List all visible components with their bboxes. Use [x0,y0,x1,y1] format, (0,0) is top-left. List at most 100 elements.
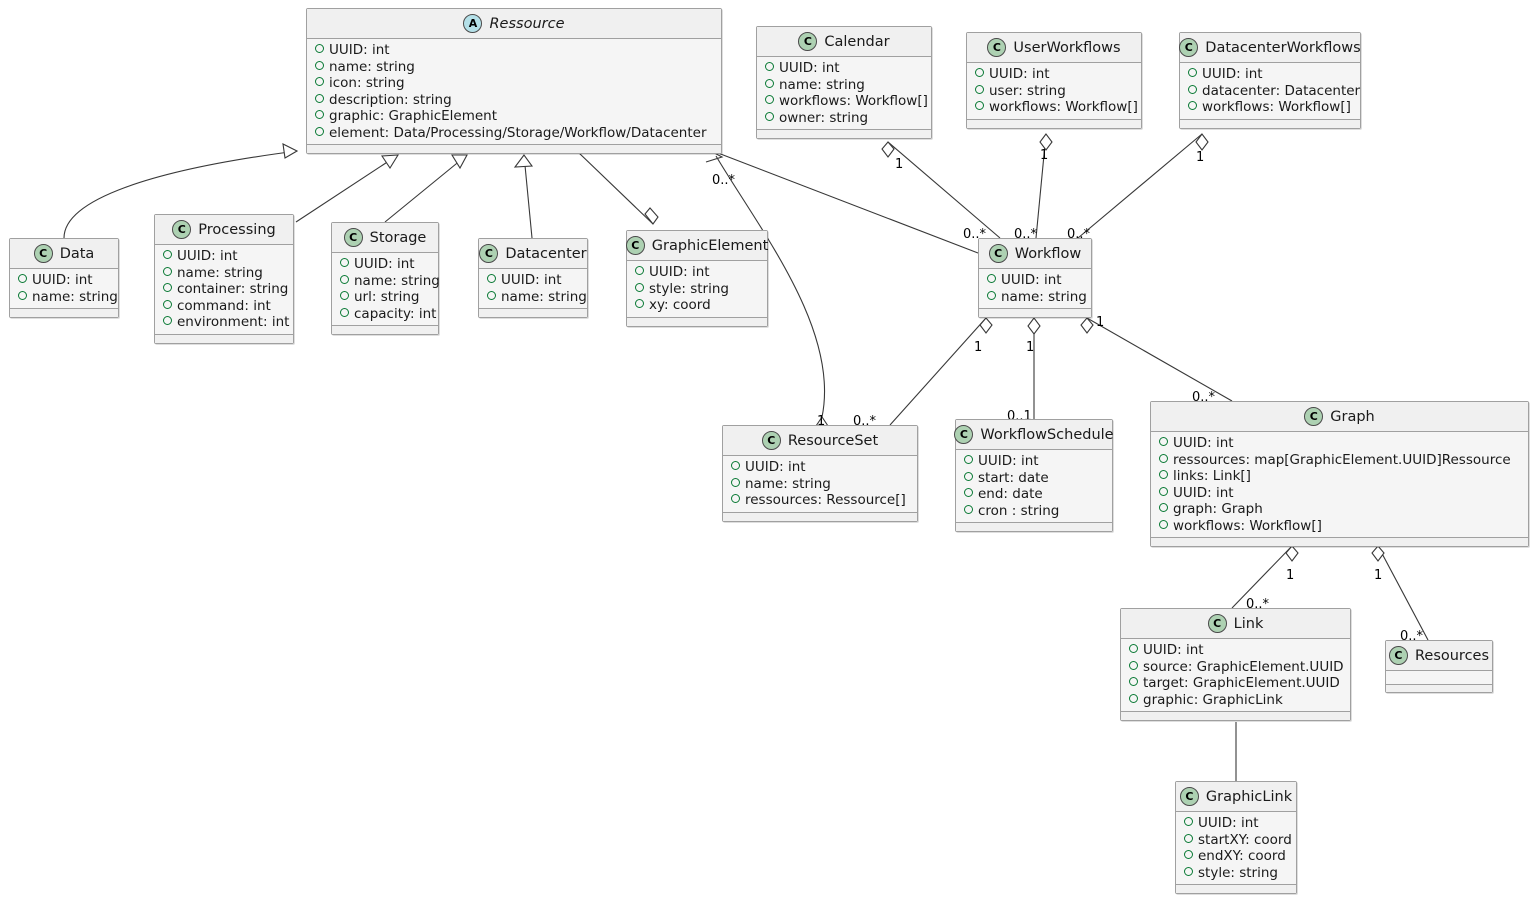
attribute-row: owner: string [765,110,925,127]
class-name-calendar: Calendar [824,33,890,50]
attribute-row: ressources: map[GraphicElement.UUID]Ress… [1159,452,1522,469]
public-visibility-icon [1129,644,1138,653]
public-visibility-icon [964,455,973,464]
class-methods-workflow [979,309,1091,317]
public-visibility-icon [765,62,774,71]
attribute-label: name: string [1001,288,1087,305]
class-icon: C [988,244,1008,263]
attribute-label: style: string [649,280,729,297]
class-icon: C [1207,614,1227,633]
public-visibility-icon [987,290,996,300]
edge-workflow-to-resourceset [889,317,993,426]
public-visibility-icon [340,274,349,284]
public-visibility-icon [1159,519,1168,529]
attribute-label: url: string [354,289,420,305]
edge-datacenter-to-ressource [513,154,534,239]
class-name-link: Link [1233,615,1264,632]
attribute-row: UUID: int [987,272,1085,289]
class-name-graphicelement: GraphicElement [651,237,769,254]
public-visibility-icon [163,299,172,309]
public-visibility-icon [1184,817,1193,826]
public-visibility-icon [1188,68,1197,77]
attribute-label: UUID: int [32,272,93,288]
public-visibility-icon [1184,850,1193,859]
attribute-label: UUID: int [329,42,390,58]
class-methods-workflowschedule [956,523,1112,531]
public-visibility-icon [340,258,349,267]
attribute-label: startXY: coord [1198,831,1292,848]
public-visibility-icon [975,101,984,110]
attribute-row: UUID: int [1159,435,1522,452]
attribute-row: links: Link[] [1159,468,1522,485]
attribute-row: xy: coord [635,297,761,314]
attribute-label: capacity: int [354,305,437,322]
attribute-row: UUID: int [163,248,287,265]
attribute-row: capacity: int [340,306,436,323]
attribute-label: UUID: int [1143,642,1204,658]
attribute-label: element: Data/Processing/Storage/Workflo… [329,124,707,141]
public-visibility-icon [487,290,496,300]
attribute-row: name: string [765,77,925,94]
edge-calendar-to-workflow [881,141,1001,239]
class-methods-resources [1386,685,1492,692]
attribute-label: UUID: int [354,256,415,272]
public-visibility-icon [964,488,973,497]
attribute-row: UUID: int [964,453,1106,470]
attribute-row: container: string [163,281,288,298]
public-visibility-icon [315,110,324,119]
class-methods-calendar [757,130,931,138]
public-visibility-icon [315,126,324,136]
multiplicity-label-m-graph-resources-1: 1 [1374,568,1383,583]
attribute-label: workflows: Workflow[] [1202,99,1351,115]
attribute-label: owner: string [779,109,869,126]
class-attributes-resources [1386,671,1492,685]
class-icon: C [172,220,192,239]
attribute-row: UUID: int [1159,485,1522,502]
attribute-row: UUID: int [975,66,1135,83]
attribute-label: UUID: int [978,453,1039,469]
public-visibility-icon [635,299,644,308]
attribute-label: environment: int [177,314,290,330]
public-visibility-icon [987,274,996,283]
attribute-row: name: string [315,59,715,76]
attribute-label: graphic: GraphicLink [1143,691,1283,708]
public-visibility-icon [340,291,349,300]
attribute-row: name: string [731,476,911,493]
attribute-label: graphic: GraphicElement [329,108,498,124]
attribute-label: UUID: int [989,66,1050,82]
edge-userworkflows-to-workflow [1035,133,1053,239]
class-name-resourceset: ResourceSet [787,432,879,449]
multiplicity-label-m-workflow-schedule-1: 1 [1026,340,1035,355]
class-icon: C [625,236,645,255]
attribute-label: UUID: int [1001,272,1062,288]
attribute-row: environment: int [163,314,290,331]
